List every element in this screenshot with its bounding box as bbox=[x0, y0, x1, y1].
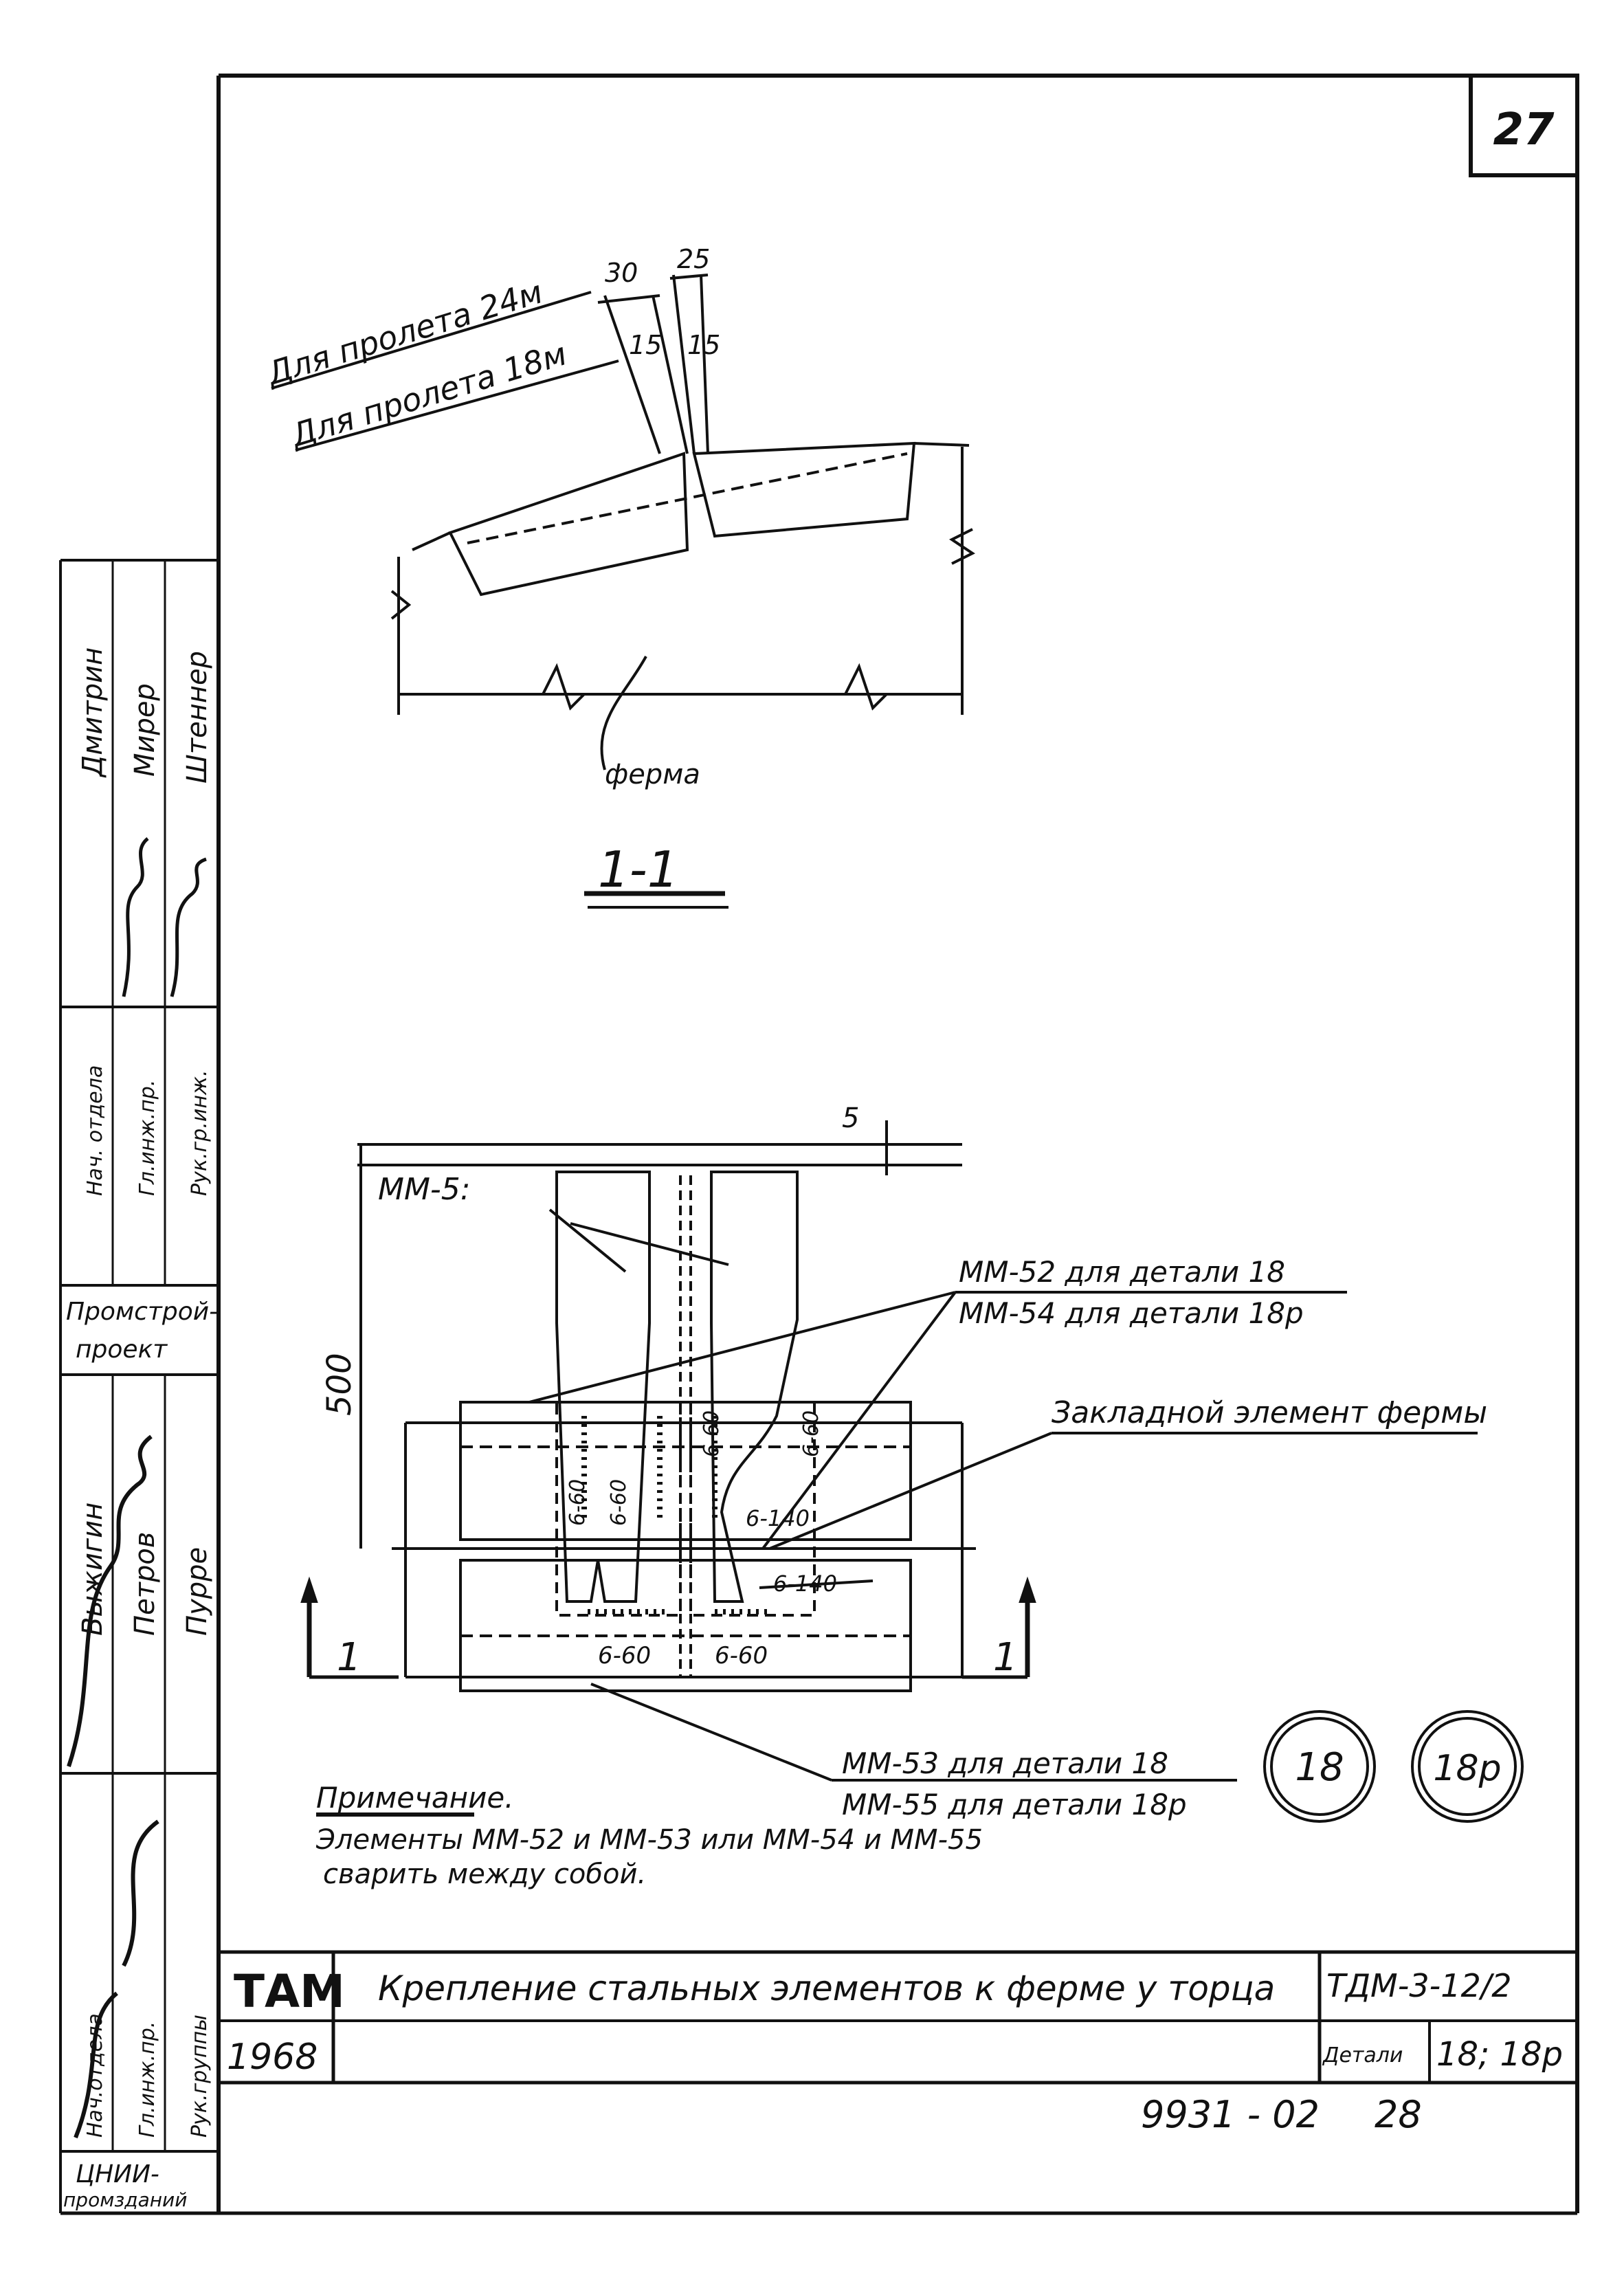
org-cell: проект bbox=[76, 1335, 168, 1364]
embedded-element-label: Закладной элемент фермы bbox=[1052, 1395, 1487, 1430]
sheet-number: 27 bbox=[1493, 104, 1555, 155]
dim-15a: 15 bbox=[629, 330, 662, 360]
sheet-frame bbox=[59, 74, 1579, 2215]
weld-label: 6-60 bbox=[715, 1642, 768, 1670]
signer-cell: Пурре bbox=[181, 1547, 213, 1636]
weld-label: 6-60 bbox=[799, 1410, 823, 1457]
note-heading: Примечание. bbox=[316, 1781, 514, 1815]
section-cut-right: 1 bbox=[993, 1635, 1018, 1680]
signature-mark bbox=[170, 857, 207, 997]
mm5-label: ММ-5: bbox=[378, 1172, 471, 1207]
weld-label: 6-60 bbox=[607, 1479, 631, 1526]
sheet-title: Крепление стальных элементов к ферме у т… bbox=[378, 1969, 1275, 2008]
institute-cell: ЦНИИ- bbox=[76, 2160, 159, 2188]
signer-cell: Дмитрин bbox=[77, 647, 109, 778]
role-cell: Рук.группы bbox=[188, 2015, 212, 2138]
section-title: 1-1 bbox=[598, 841, 679, 898]
note-line-1: Элементы ММ-52 и ММ-53 или ММ-54 и ММ-55 bbox=[315, 1824, 983, 1856]
weld-label: 6-60 bbox=[700, 1410, 724, 1457]
signer-cell: Петров bbox=[129, 1532, 161, 1636]
embedded-strip-upper bbox=[459, 1401, 912, 1541]
dim-15b: 15 bbox=[687, 330, 720, 360]
detail-18-label: 18 bbox=[1295, 1745, 1344, 1790]
section-view bbox=[271, 274, 975, 909]
signature-mark bbox=[122, 837, 149, 997]
panel-right bbox=[692, 441, 916, 538]
institute-cell: промзданий bbox=[63, 2188, 187, 2211]
stamp-org: ТАМ bbox=[234, 1965, 345, 2018]
archive-page: 28 bbox=[1375, 2093, 1422, 2136]
stamp-year: 1968 bbox=[227, 2037, 318, 2078]
details-value: 18; 18р bbox=[1436, 2035, 1563, 2074]
mm53-label: ММ-53 для детали 18 bbox=[842, 1747, 1168, 1780]
mm54-label: ММ-54 для детали 18р bbox=[959, 1296, 1304, 1330]
plate-mm-right bbox=[710, 1171, 799, 1603]
dim-25: 25 bbox=[677, 244, 710, 274]
weld-label: 6-140 bbox=[746, 1505, 810, 1531]
truss-leader bbox=[600, 656, 647, 770]
signature-mark bbox=[74, 1991, 118, 2139]
role-cell: Рук.гр.инж. bbox=[188, 1069, 212, 1196]
plan-view bbox=[300, 1120, 1524, 1823]
org-cell: Промстрой- bbox=[66, 1298, 218, 1326]
mm55-label: ММ-55 для детали 18р bbox=[842, 1788, 1187, 1821]
signer-cell: Мирер bbox=[129, 683, 161, 777]
title-block bbox=[219, 1950, 1577, 2085]
section-cut-left: 1 bbox=[337, 1635, 361, 1680]
weld-label: 6-140 bbox=[773, 1571, 837, 1597]
dim-30: 30 bbox=[605, 258, 638, 288]
approval-side-block: Дмитрин Мирер Штеннер Нач. отдела Гл.инж… bbox=[60, 559, 219, 2211]
plate-mm-left bbox=[555, 1171, 651, 1603]
embedded-strip-lower bbox=[459, 1559, 912, 1692]
role-cell: Гл.инж.пр. bbox=[135, 2021, 159, 2138]
detail-circle-18p bbox=[1411, 1710, 1524, 1823]
sheet-code: ТДМ-3-12/2 bbox=[1326, 1967, 1512, 2004]
weld-label: 6-60 bbox=[598, 1642, 651, 1670]
signer-cell: Штеннер bbox=[181, 651, 213, 784]
truss-label: ферма bbox=[605, 759, 700, 790]
mm52-label: ММ-52 для детали 18 bbox=[959, 1255, 1285, 1289]
dim-500: 500 bbox=[320, 1353, 359, 1416]
signature-mark bbox=[122, 1819, 159, 1967]
detail-18p-label: 18р bbox=[1433, 1748, 1501, 1789]
detail-circle-18 bbox=[1263, 1710, 1376, 1823]
signature-mark bbox=[67, 1434, 153, 1767]
weld-label: 6-60 bbox=[566, 1479, 590, 1526]
dim-5: 5 bbox=[842, 1102, 859, 1134]
role-cell: Гл.инж.пр. bbox=[135, 1080, 159, 1196]
details-label: Детали bbox=[1322, 2043, 1403, 2067]
archive-number: 9931 - 02 bbox=[1141, 2093, 1320, 2136]
role-cell: Нач. отдела bbox=[83, 1065, 107, 1196]
note-line-2: сварить между собой. bbox=[323, 1859, 646, 1890]
truss-top-dashed bbox=[467, 452, 908, 544]
panel-left bbox=[448, 452, 689, 597]
sheet-number-box: 27 bbox=[1469, 74, 1579, 177]
